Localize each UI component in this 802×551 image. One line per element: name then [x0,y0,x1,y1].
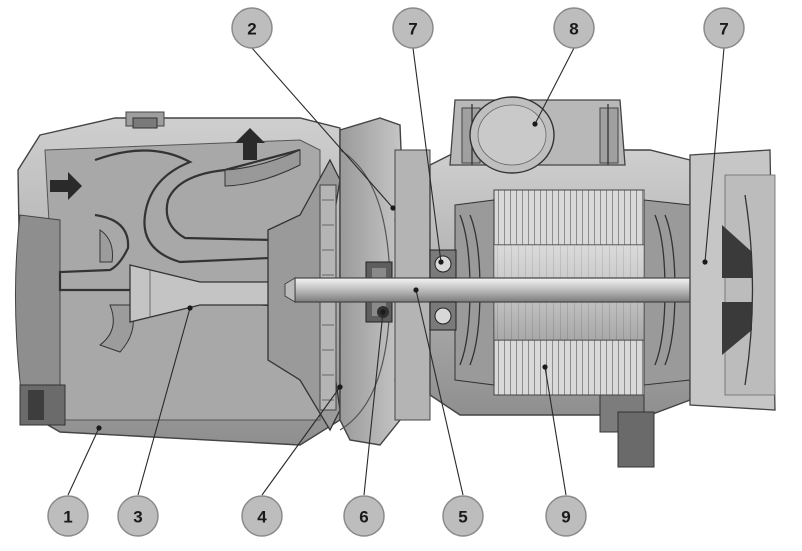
callout-6: 6 [343,495,385,537]
fan-cover [689,149,776,411]
callout-1: 1 [47,495,89,537]
svg-text:4: 4 [257,508,267,527]
svg-text:6: 6 [359,508,368,527]
svg-text:8: 8 [569,20,578,39]
callout-5: 5 [442,495,484,537]
leader-lines [67,47,725,496]
flow-arrow-up-icon [235,128,265,160]
callout-9: 9 [545,495,587,537]
callout-8: 8 [553,7,595,49]
callout-4: 4 [241,495,283,537]
flow-arrow-right-icon [50,172,82,200]
shaft [284,277,766,303]
svg-text:2: 2 [247,20,256,39]
callout-2: 2 [231,7,273,49]
svg-text:7: 7 [408,20,417,39]
front-bearing [429,249,457,331]
svg-text:1: 1 [63,508,72,527]
svg-text:9: 9 [561,508,570,527]
callout-7-front: 7 [392,7,434,49]
svg-text:7: 7 [719,20,728,39]
svg-text:5: 5 [458,508,467,527]
callout-7-rear: 7 [703,7,745,49]
svg-text:3: 3 [133,508,142,527]
callout-3: 3 [117,495,159,537]
capacitor [469,96,555,174]
cooling-fan [722,194,754,386]
